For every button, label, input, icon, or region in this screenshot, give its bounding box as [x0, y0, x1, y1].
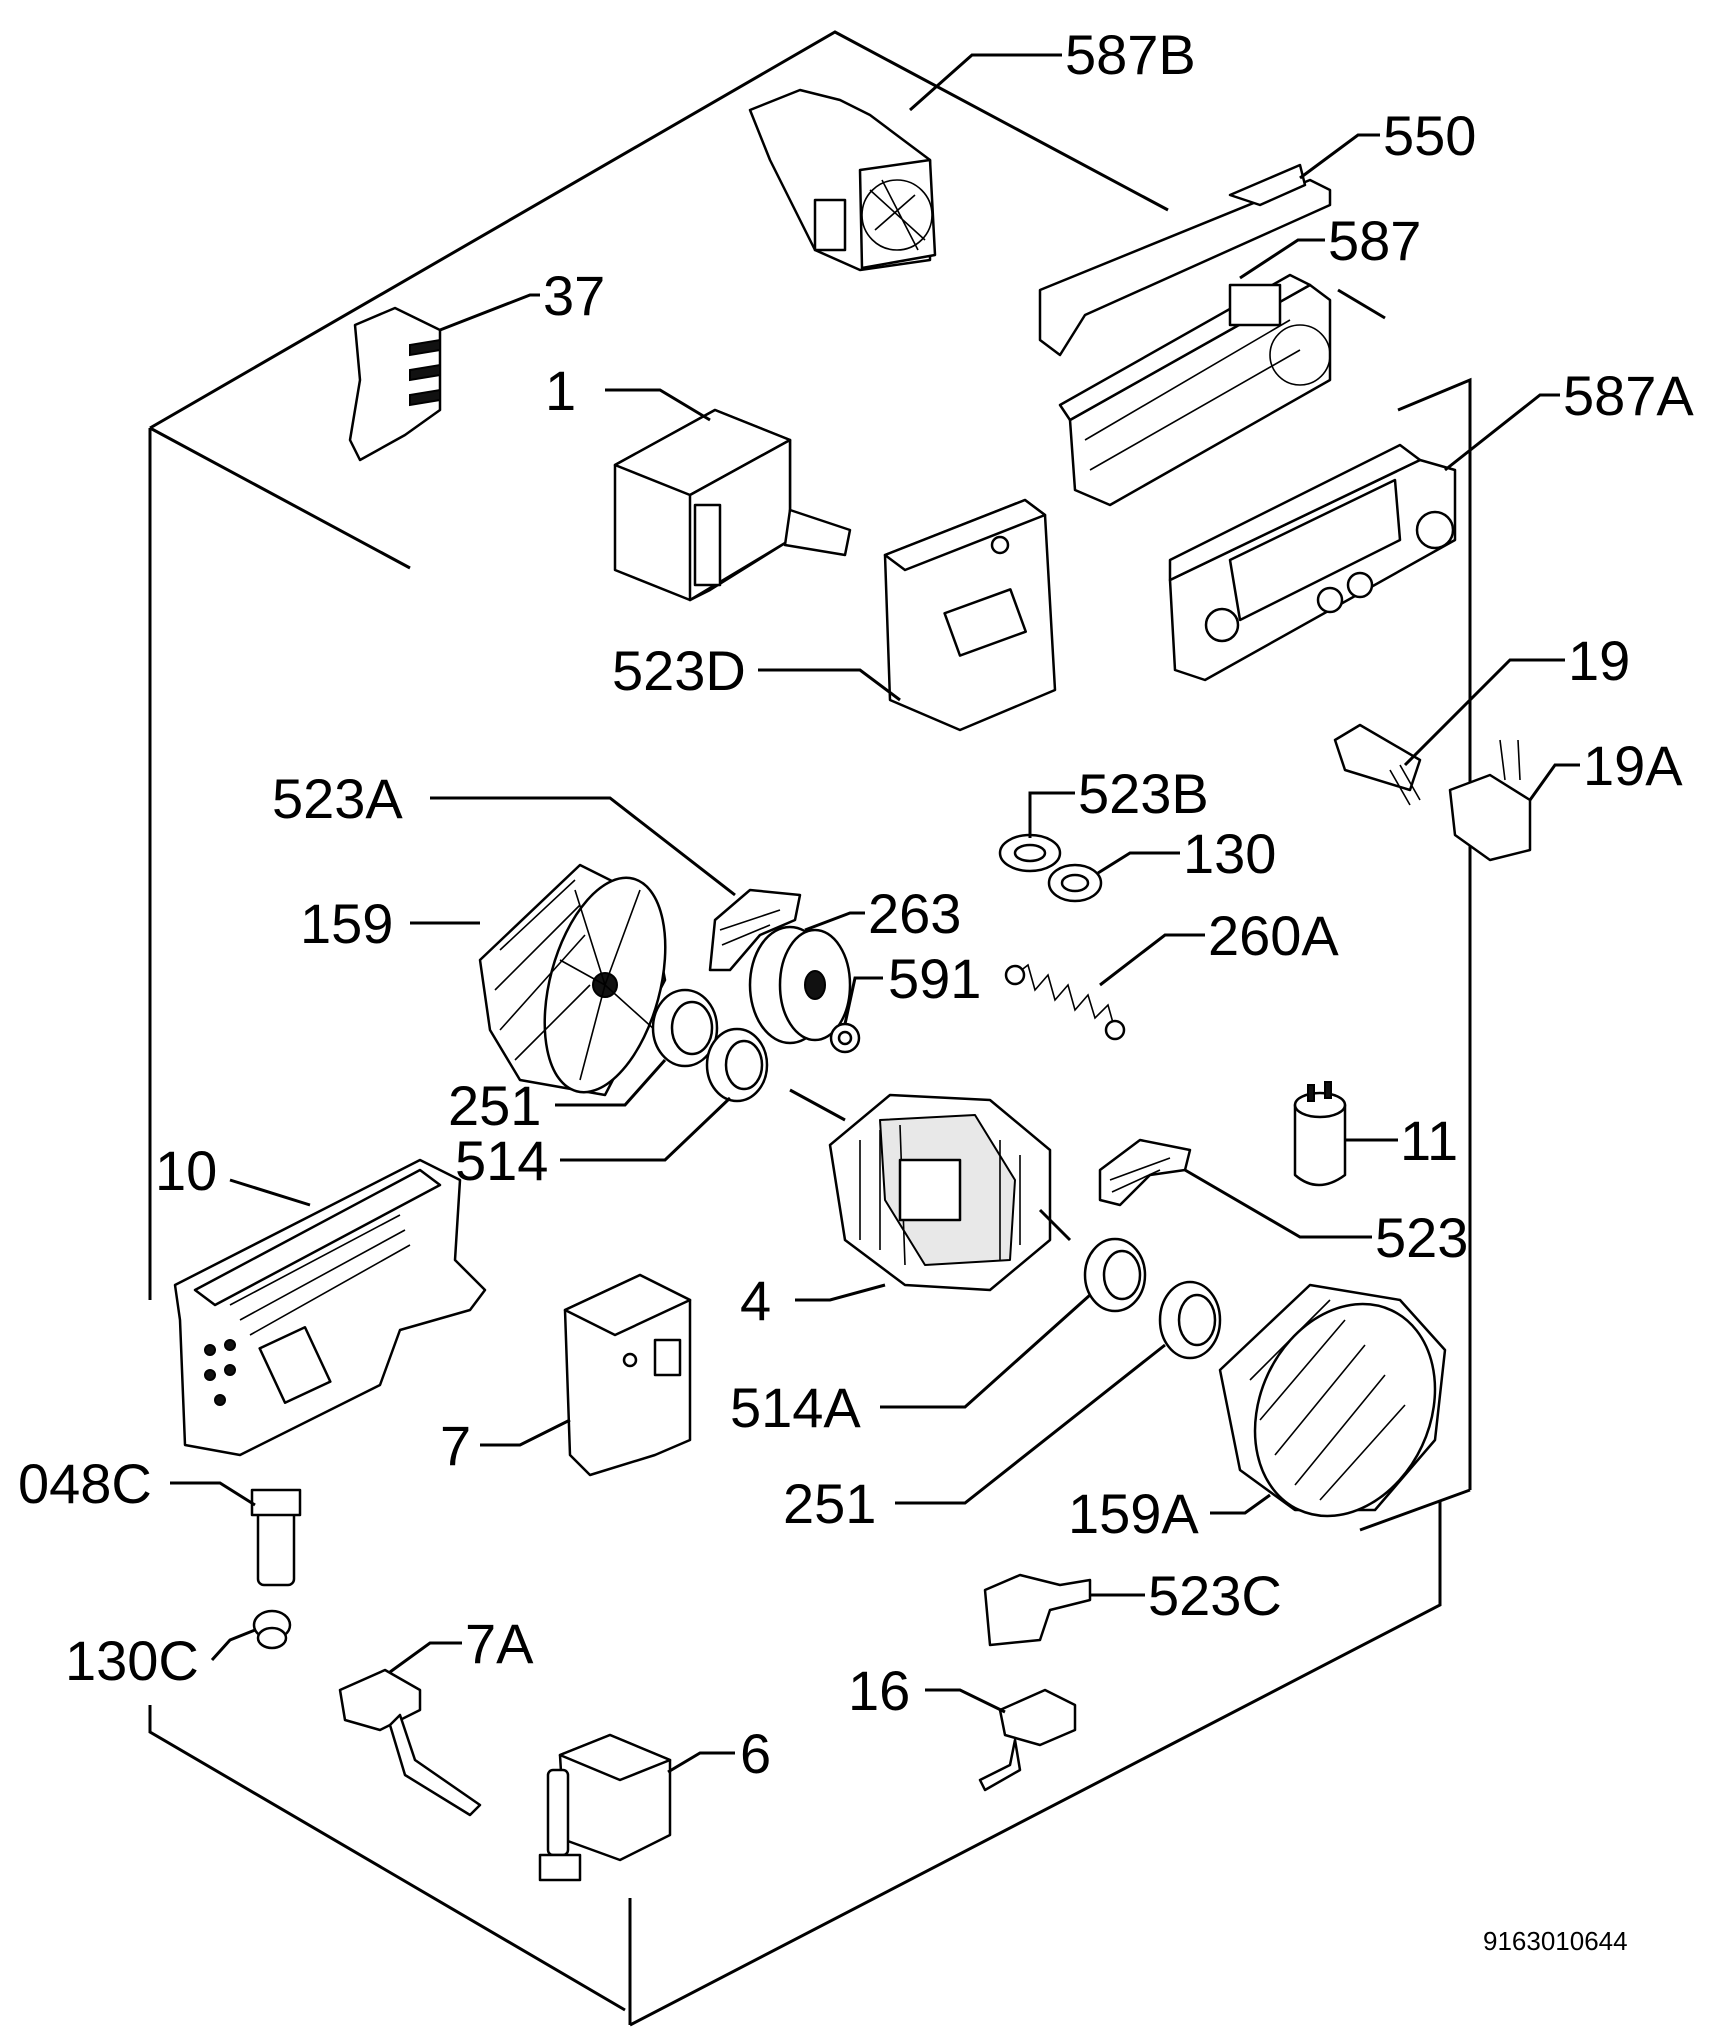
part-130-clip — [1047, 863, 1103, 903]
label-7A: 7A — [465, 1612, 534, 1675]
label-514: 514 — [455, 1129, 548, 1192]
part-514A-bushing — [1083, 1237, 1147, 1313]
part-587B-housing — [748, 88, 937, 272]
part-7-door-lock — [563, 1273, 692, 1477]
part-6-pump — [538, 1733, 672, 1882]
part-523C-bracket — [983, 1573, 1092, 1647]
label-16: 16 — [848, 1659, 910, 1722]
label-260A: 260A — [1208, 904, 1339, 967]
label-251-upper: 251 — [448, 1074, 541, 1137]
label-591: 591 — [888, 947, 981, 1010]
part-19-lamp — [1333, 723, 1422, 806]
part-523A-strap — [708, 888, 802, 972]
label-550: 550 — [1383, 104, 1476, 167]
label-11: 11 — [1400, 1109, 1458, 1172]
part-10-heater — [173, 1158, 487, 1457]
part-251-bushing-upper — [651, 988, 719, 1068]
label-523: 523 — [1375, 1206, 1468, 1269]
part-260A-spring — [1004, 963, 1126, 1041]
part-591-washer — [829, 1022, 861, 1054]
callout-labels: 587B 550 587 587A 37 1 523D 19 19A 523A … — [18, 23, 1694, 1785]
part-159A-fan — [1218, 1283, 1447, 1518]
part-514-bushing — [705, 1027, 769, 1103]
label-37: 37 — [543, 264, 605, 327]
part-7A-microswitch — [338, 1668, 482, 1817]
label-523C: 523C — [1148, 1564, 1282, 1627]
label-263: 263 — [868, 882, 961, 945]
part-523D-cover — [883, 498, 1057, 732]
label-523B: 523B — [1078, 762, 1209, 825]
label-587B: 587B — [1065, 23, 1196, 86]
label-4: 4 — [740, 1269, 771, 1332]
label-159: 159 — [300, 892, 393, 955]
cabinet-outline — [148, 30, 1472, 2027]
part-16-microswitch — [978, 1688, 1077, 1792]
part-523-strap — [1098, 1138, 1192, 1207]
part-19A-holder — [1448, 739, 1532, 862]
label-159A: 159A — [1068, 1482, 1199, 1545]
part-523B-clip — [998, 833, 1062, 873]
document-number: 9163010644 — [1483, 1926, 1628, 1956]
part-251-bushing-lower — [1158, 1280, 1222, 1360]
part-37-bracket — [348, 306, 442, 462]
label-1: 1 — [545, 359, 576, 422]
part-587-board — [1058, 273, 1332, 507]
label-130C: 130C — [65, 1629, 199, 1692]
leader-lines — [170, 53, 1580, 1774]
part-263-pulley — [748, 925, 852, 1045]
part-048C-sensor — [250, 1488, 302, 1587]
label-587A: 587A — [1563, 364, 1694, 427]
part-587A-panel — [1168, 443, 1457, 682]
label-6: 6 — [740, 1722, 771, 1785]
part-550-cover — [1038, 163, 1332, 357]
label-587: 587 — [1328, 209, 1421, 272]
label-514A: 514A — [730, 1376, 861, 1439]
label-251-lower: 251 — [783, 1472, 876, 1535]
label-130: 130 — [1183, 822, 1276, 885]
part-11-capacitor — [1293, 1081, 1347, 1187]
label-048C: 048C — [18, 1452, 152, 1515]
label-19A: 19A — [1583, 734, 1683, 797]
label-7: 7 — [440, 1414, 471, 1477]
label-523D: 523D — [612, 639, 746, 702]
label-523A: 523A — [272, 767, 403, 830]
part-1-switch — [613, 408, 852, 602]
label-19: 19 — [1568, 629, 1630, 692]
part-4-motor — [789, 1088, 1072, 1292]
label-10: 10 — [155, 1139, 217, 1202]
part-130C-grommet — [252, 1609, 292, 1650]
part-159-impeller — [478, 863, 667, 1097]
